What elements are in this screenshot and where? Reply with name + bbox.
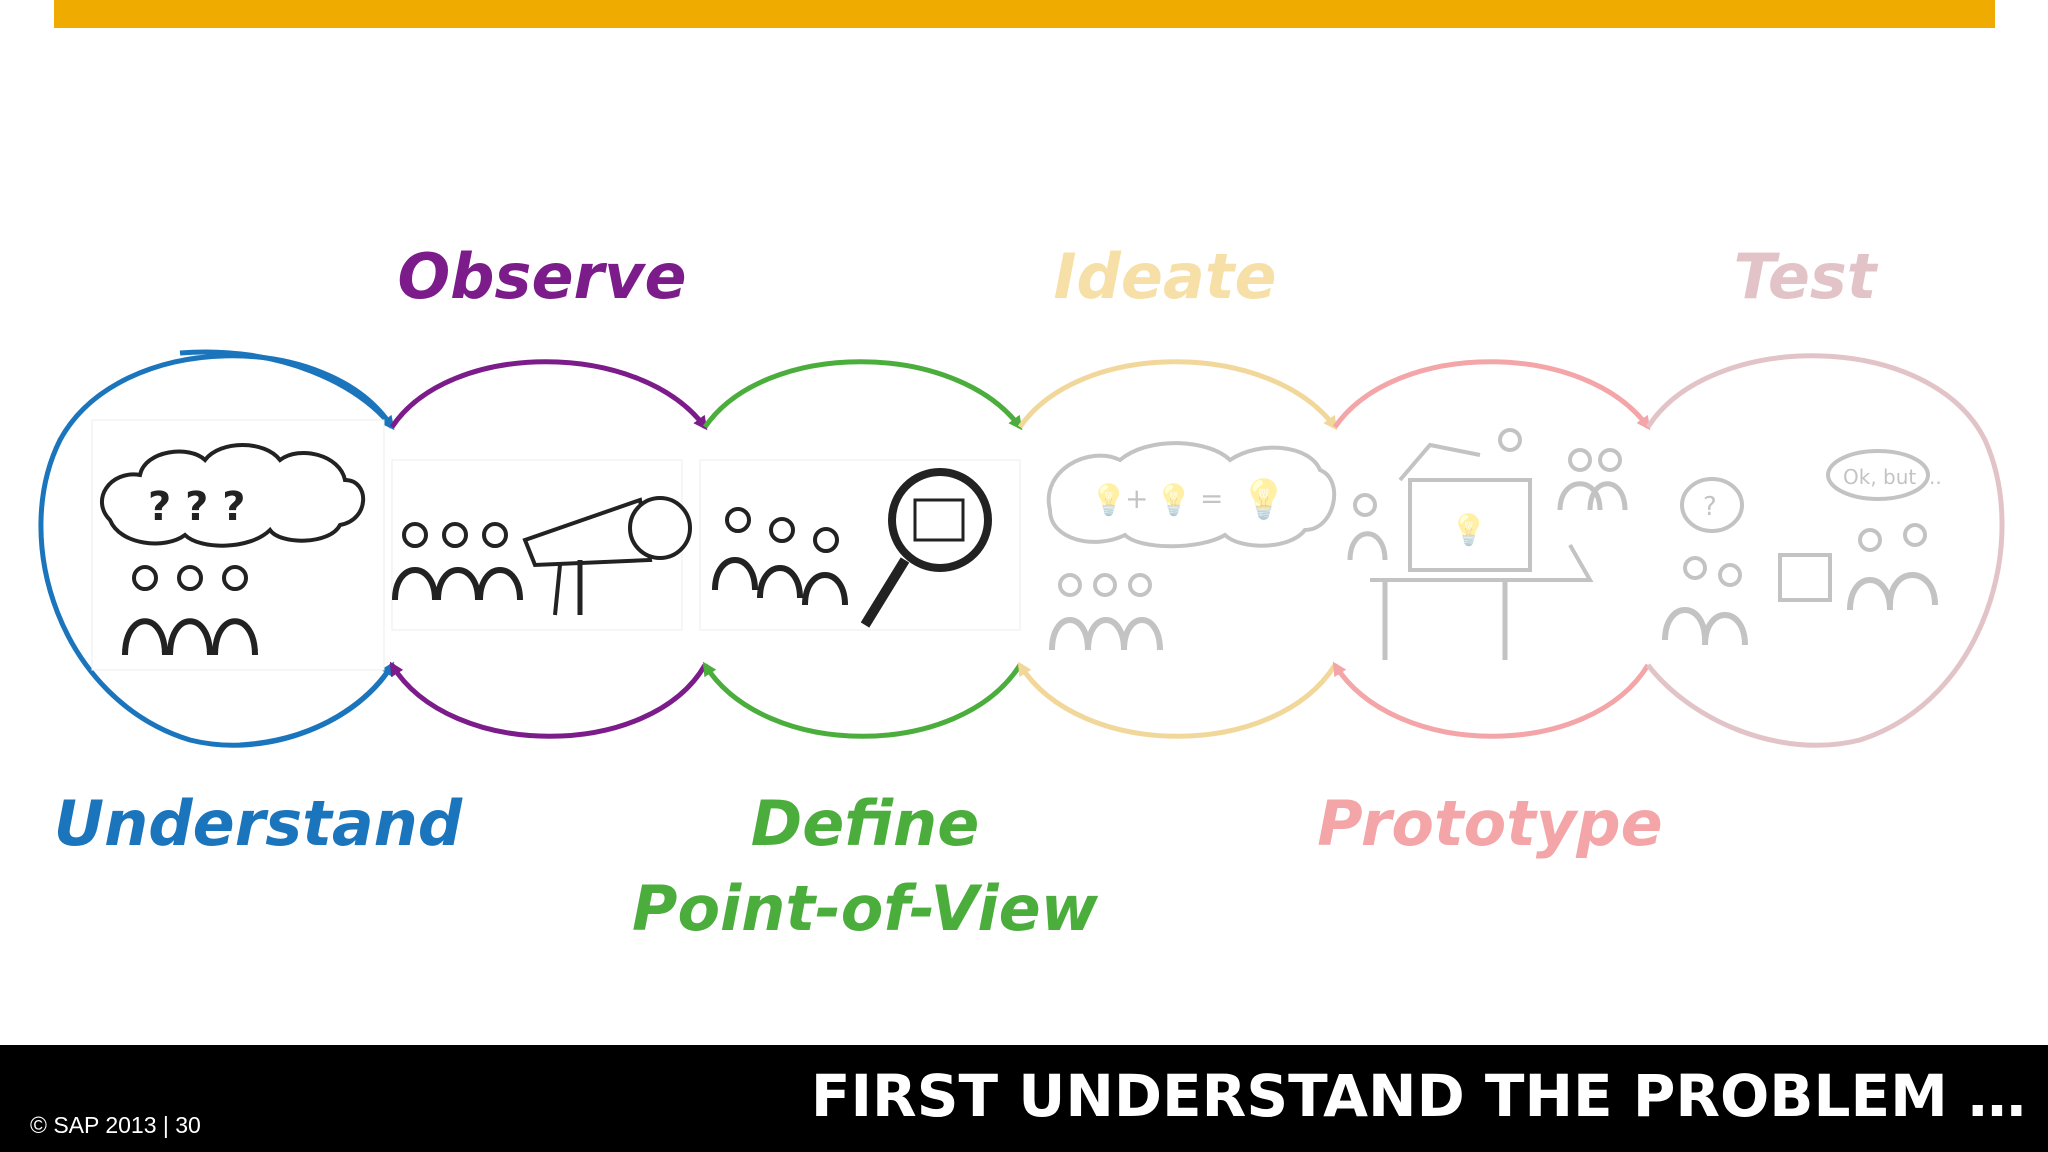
circle-define	[702, 359, 1023, 739]
sketch-test: ? Ok, but ...	[1662, 449, 1942, 646]
circle-understand	[38, 349, 395, 748]
sketch-understand: ? ? ?	[91, 419, 385, 671]
label-understand: Understand	[54, 787, 463, 860]
circle-prototype	[1332, 359, 1651, 739]
svg-text:💡: 💡	[1240, 477, 1287, 521]
svg-text:=: =	[1200, 482, 1223, 515]
sketch-ideate: 💡 + 💡 = 💡	[1046, 441, 1337, 651]
design-thinking-diagram: ? ? ?	[38, 240, 2005, 945]
circle-ideate	[1017, 359, 1338, 739]
label-prototype: Prototype	[1317, 787, 1662, 860]
slide-headline: FIRST UNDERSTAND THE PROBLEM …	[810, 1062, 2026, 1130]
sketch-observe	[391, 459, 692, 631]
test-speech-text: Ok, but ...	[1843, 465, 1942, 489]
label-ideate: Ideate	[1053, 240, 1276, 313]
sketch-prototype: 💡	[1347, 428, 1628, 660]
circle-test	[1645, 353, 2005, 748]
copyright-page-number: © SAP 2013 | 30	[30, 1112, 201, 1138]
question-marks: ? ? ?	[148, 484, 245, 530]
svg-text:💡: 💡	[1155, 482, 1192, 518]
sketch-define	[699, 459, 1021, 631]
label-test: Test	[1734, 240, 1879, 313]
label-define-line1: Define	[751, 787, 980, 860]
label-observe: Observe	[397, 240, 686, 313]
circle-observe	[389, 359, 708, 739]
svg-text:💡: 💡	[1450, 512, 1487, 548]
ideate-plus-equals: +	[1125, 482, 1148, 515]
svg-text:💡: 💡	[1090, 482, 1127, 518]
label-define-line2: Point-of-View	[632, 872, 1099, 945]
svg-text:?: ?	[1703, 492, 1717, 522]
top-accent-bar	[54, 0, 1995, 28]
footer-bar	[0, 1045, 2048, 1152]
